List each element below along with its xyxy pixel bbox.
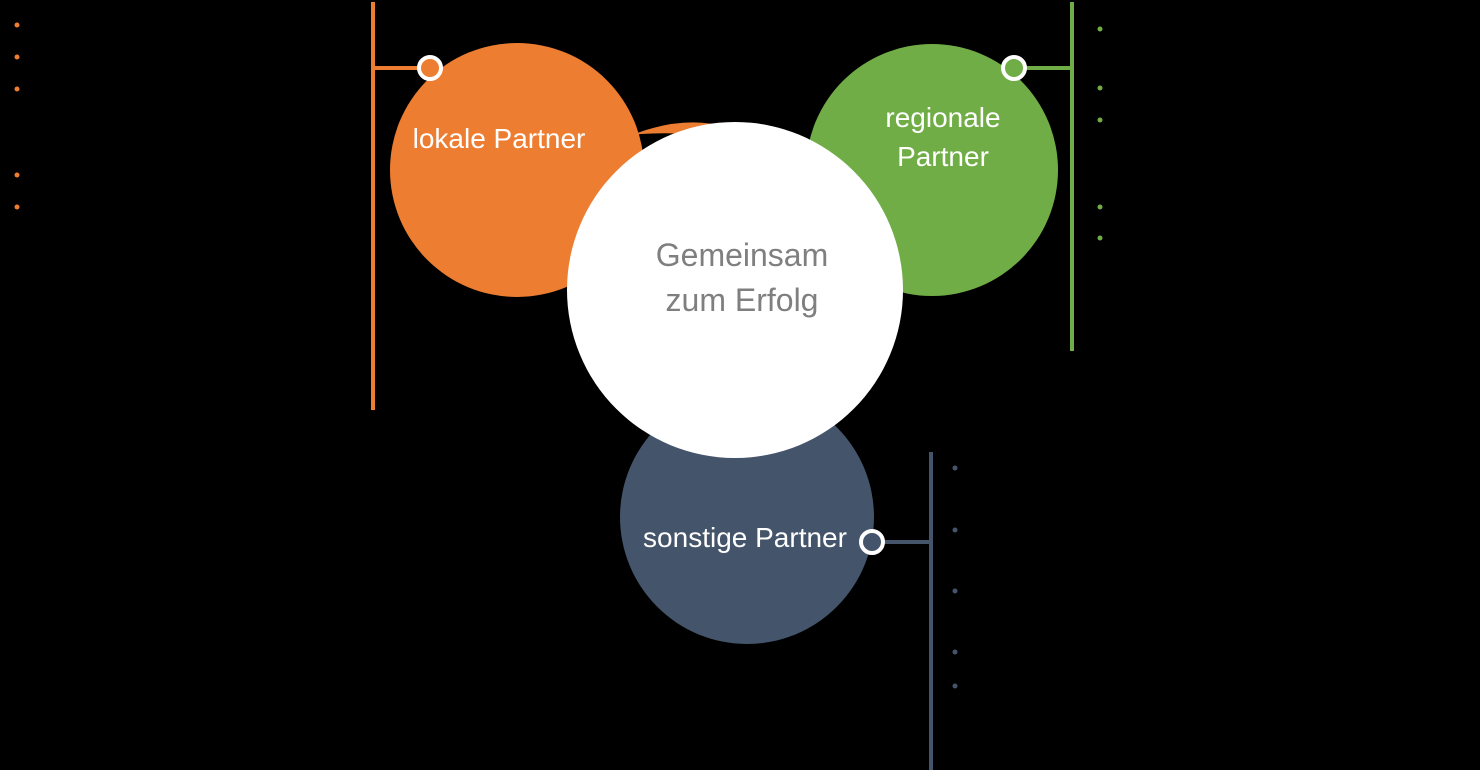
list-bullet <box>952 649 958 655</box>
list-bullet <box>14 54 20 60</box>
regional-connector-line <box>1014 66 1072 70</box>
other-partner-label: sonstige Partner <box>643 522 847 553</box>
list-bullet <box>14 204 20 210</box>
list-bullet <box>1097 26 1103 32</box>
list-bullet <box>1097 85 1103 91</box>
center-circle <box>567 122 903 458</box>
local-bracket-line <box>371 2 375 410</box>
list-bullet <box>952 683 958 689</box>
list-bullet <box>952 527 958 533</box>
regional-partner-label-line1: regionale <box>885 102 1000 133</box>
list-bullet <box>952 465 958 471</box>
regional-connector-marker <box>1001 55 1027 81</box>
local-bullet-list <box>14 22 20 210</box>
other-connector-marker <box>859 529 885 555</box>
regional-partner-label-line2: Partner <box>897 141 989 172</box>
local-connector-line <box>373 66 431 70</box>
center-label-line2: zum Erfolg <box>666 282 819 318</box>
list-bullet <box>1097 204 1103 210</box>
list-bullet <box>14 172 20 178</box>
other-connector-line <box>872 540 931 544</box>
list-bullet <box>1097 117 1103 123</box>
other-bullet-list <box>952 465 958 689</box>
local-connector-marker <box>417 55 443 81</box>
local-partner-label: lokale Partner <box>413 123 586 154</box>
list-bullet <box>952 588 958 594</box>
list-bullet <box>14 86 20 92</box>
center-label-line1: Gemeinsam <box>656 237 829 273</box>
list-bullet <box>14 22 20 28</box>
other-bracket-line <box>929 452 933 770</box>
regional-bracket-line <box>1070 2 1074 351</box>
other-partner-circle <box>620 390 874 644</box>
regional-bullet-list <box>1097 26 1103 241</box>
list-bullet <box>1097 235 1103 241</box>
